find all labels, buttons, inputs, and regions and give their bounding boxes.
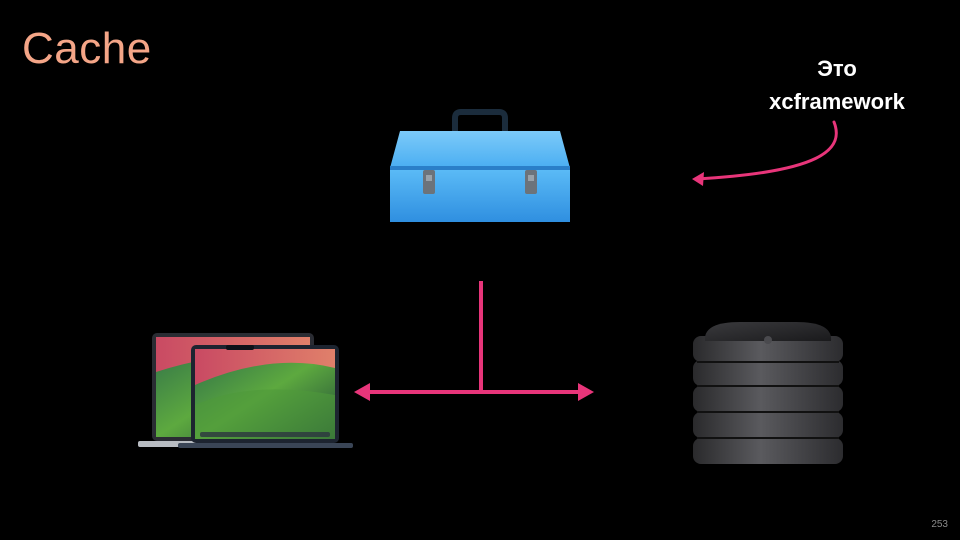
annotation-arrow <box>692 120 838 186</box>
annotation-line-1: Это <box>817 56 857 81</box>
annotation: Это xcframework <box>744 52 930 118</box>
server-stack-icon <box>693 322 843 464</box>
page-number: 253 <box>931 519 948 530</box>
toolbox-icon <box>390 109 570 222</box>
connector-arrows <box>354 281 594 401</box>
annotation-line-2: xcframework <box>769 89 905 114</box>
laptops-icon <box>138 333 353 448</box>
slide-title: Cache <box>22 24 152 73</box>
